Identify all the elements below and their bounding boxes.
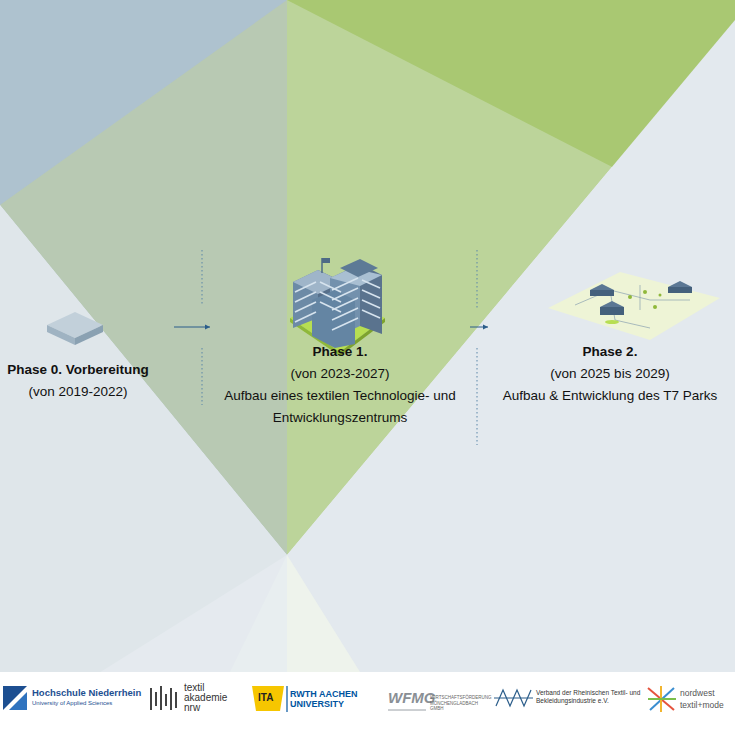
logo-text: textil — [184, 683, 205, 693]
logo-text: University of Applied Sciences — [32, 700, 112, 707]
flow-arrow — [470, 325, 488, 330]
logo-text: WFMG — [388, 689, 435, 707]
small-wedge — [287, 555, 360, 672]
phase-title: Phase 2. — [490, 341, 730, 363]
logo-text: nordwest — [680, 688, 715, 698]
logo-strip — [0, 672, 735, 735]
phase-period: (von 2025 bis 2029) — [490, 363, 730, 385]
phase-period: (von 2023-2027) — [212, 363, 468, 385]
phase-description: Aufbau eines textilen Technologie- und E… — [212, 385, 468, 429]
logo-text: nrw — [184, 703, 200, 713]
nordwest-mark — [648, 686, 676, 712]
wfmg-mark — [388, 710, 426, 711]
textil-akademie-mark — [150, 686, 177, 710]
small-wedge — [230, 555, 287, 672]
logo-text: textil+mode — [680, 700, 724, 710]
phase-node: Phase 0. Vorbereitung(von 2019-2022) — [3, 300, 153, 403]
phase-description: Aufbau & Entwicklung des T7 Parks — [490, 385, 730, 407]
slab-icon — [47, 312, 103, 345]
phase-node: Phase 2.(von 2025 bis 2029)Aufbau & Entw… — [490, 255, 730, 407]
building-icon — [290, 258, 385, 356]
park-plan-icon — [548, 272, 720, 340]
logo-text: Verband der Rheinischen Textil- und Bekl… — [536, 689, 642, 705]
logo-text: Hochschule Niederrhein — [32, 687, 141, 698]
light-wedge — [0, 205, 287, 735]
logo-text: ITA — [258, 692, 273, 704]
flow-arrow — [174, 325, 210, 330]
verband-mark — [494, 690, 533, 706]
logo-text: WIRTSCHAFTSFÖRDERUNG MÖNCHENGLADBACH GMB… — [430, 695, 492, 712]
phase-title: Phase 1. — [212, 341, 468, 363]
phase-node: Phase 1.(von 2023-2027)Aufbau eines text… — [212, 255, 468, 429]
phase-title: Phase 0. Vorbereitung — [3, 359, 153, 381]
dotted-dividers — [202, 250, 477, 445]
phase-period: (von 2019-2022) — [3, 381, 153, 403]
ita-rwth-mark — [252, 686, 287, 712]
logo-text: RWTH AACHEN UNIVERSITY — [290, 689, 370, 709]
logo-text: akademie — [184, 693, 227, 703]
hn-logo-mark — [3, 686, 27, 710]
